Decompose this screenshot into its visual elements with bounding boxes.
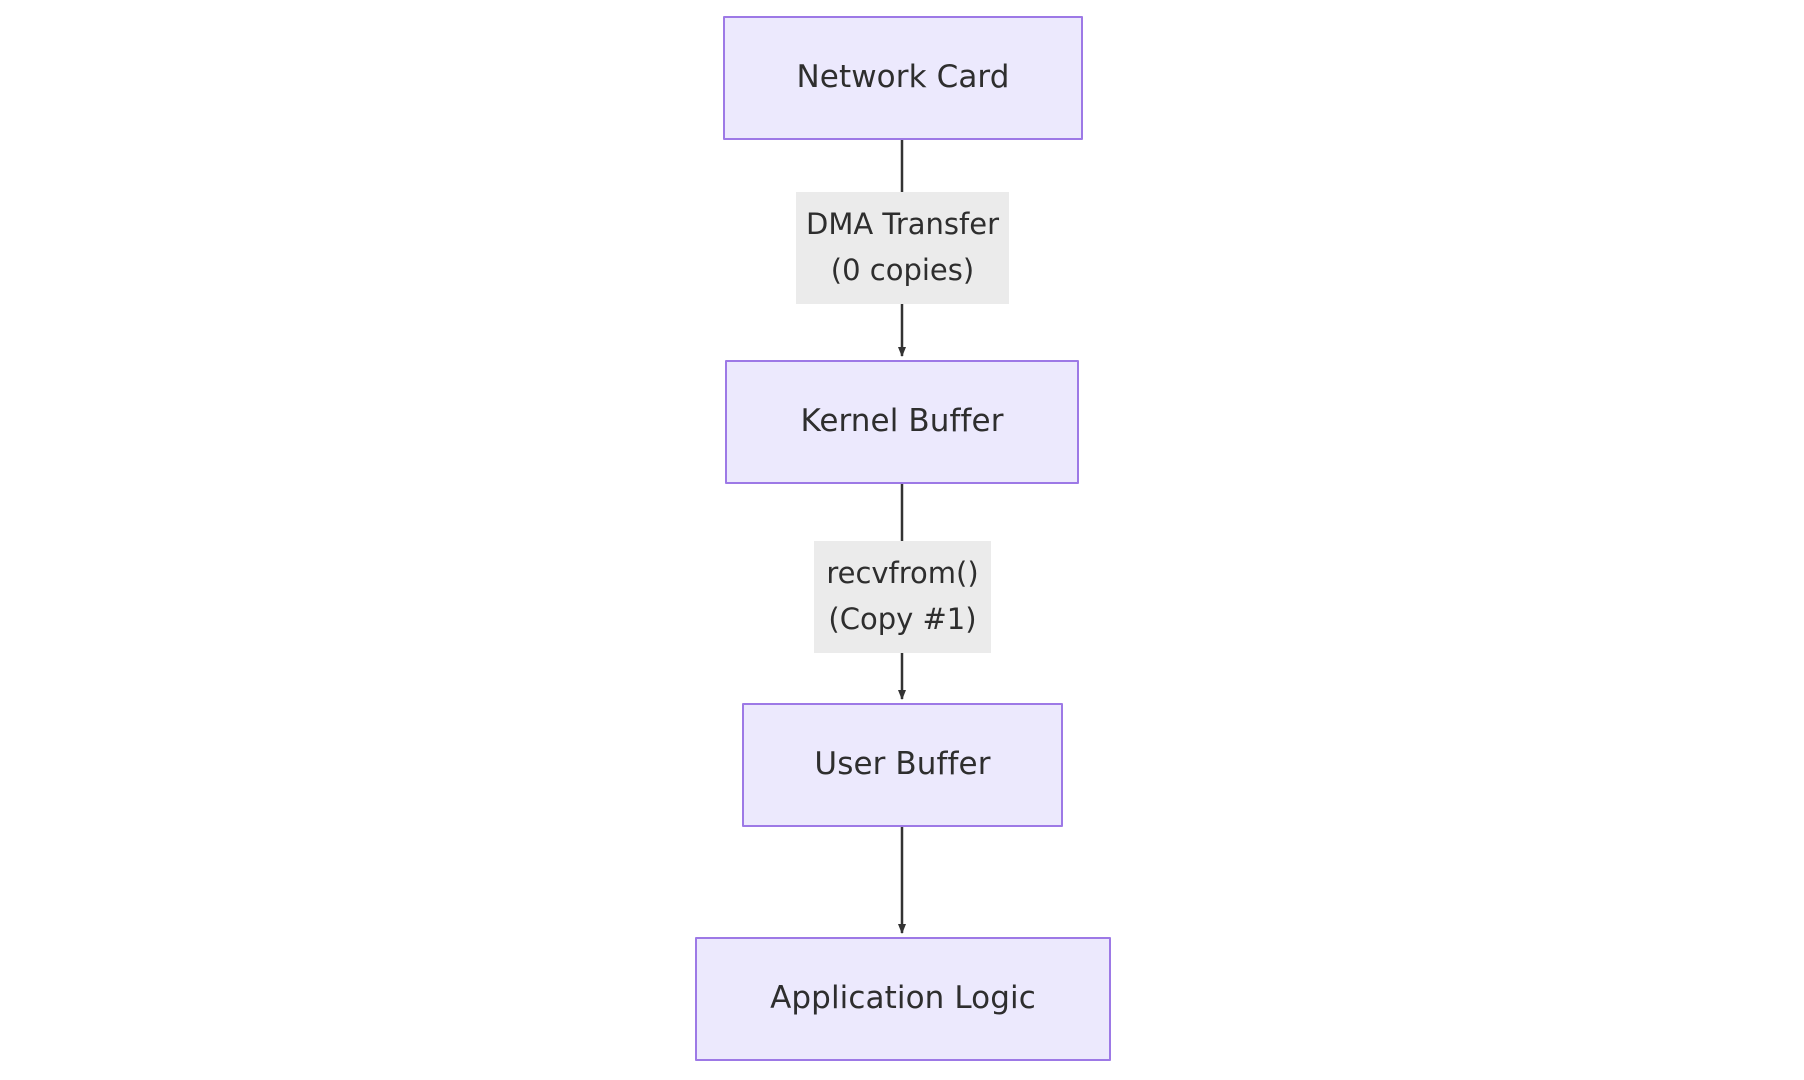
node-label-network-card: Network Card [796, 59, 1010, 96]
edge-label-recvfrom-line2: (Copy #1) [828, 602, 977, 636]
edge-label-recvfrom: recvfrom() (Copy #1) [814, 541, 991, 653]
node-label-application-logic: Application Logic [770, 980, 1036, 1017]
edge-label-dma-transfer-line1: DMA Transfer [805, 207, 1000, 242]
node-user-buffer[interactable]: User Buffer [742, 703, 1063, 827]
node-label-kernel-buffer: Kernel Buffer [800, 403, 1004, 440]
node-kernel-buffer[interactable]: Kernel Buffer [725, 360, 1079, 484]
edge-label-dma-transfer: DMA Transfer (0 copies) [796, 192, 1009, 304]
node-label-user-buffer: User Buffer [814, 746, 991, 783]
edge-label-recvfrom-line1: recvfrom() [826, 556, 979, 591]
node-network-card[interactable]: Network Card [723, 16, 1083, 140]
node-application-logic[interactable]: Application Logic [695, 937, 1111, 1061]
edge-label-dma-transfer-line2: (0 copies) [830, 253, 975, 287]
